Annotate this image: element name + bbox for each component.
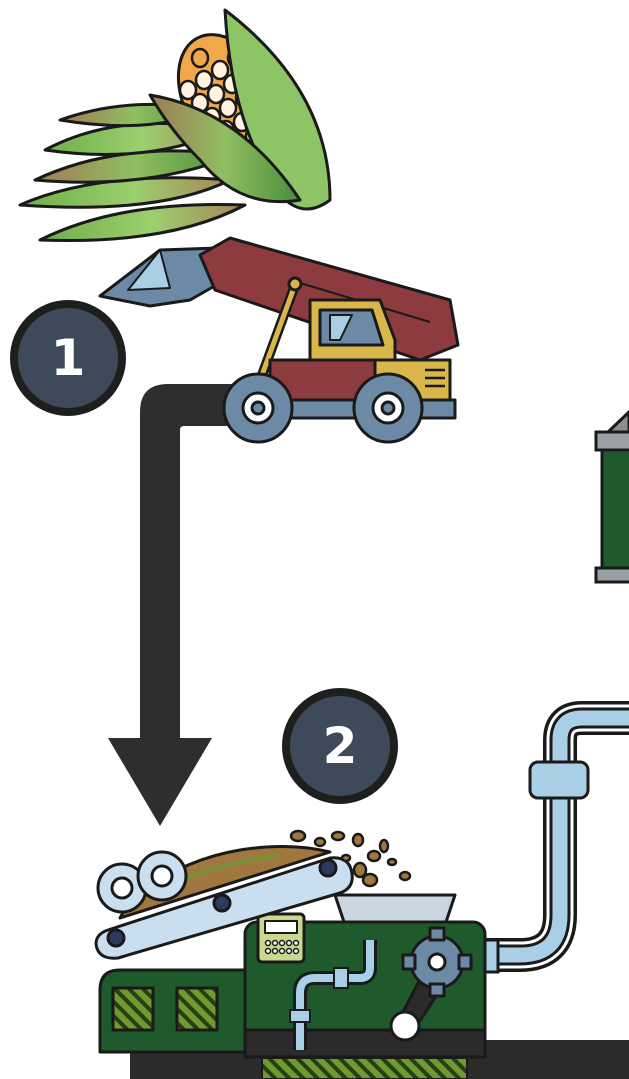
bale-roll-icon bbox=[136, 850, 188, 902]
corn-cob-icon bbox=[18, 8, 332, 243]
badge-circle bbox=[10, 300, 126, 416]
step-badge-1: 1 bbox=[10, 300, 126, 416]
silo-icon bbox=[594, 409, 629, 584]
conveyor-belt-icon bbox=[94, 844, 354, 960]
feed-particles bbox=[289, 829, 412, 888]
telehandler-loader-icon bbox=[98, 236, 460, 444]
wheel-icon bbox=[222, 372, 294, 444]
hatched-floor bbox=[261, 1057, 468, 1079]
step-badge-2: 2 bbox=[282, 688, 398, 804]
pipe-coupling bbox=[528, 760, 590, 800]
flow-arrow bbox=[108, 384, 240, 826]
processing-machine-icon bbox=[98, 893, 487, 1059]
wheel-icon bbox=[352, 372, 424, 444]
pipe-icon bbox=[480, 701, 629, 972]
badge-circle bbox=[282, 688, 398, 804]
gear-icon bbox=[401, 926, 473, 998]
